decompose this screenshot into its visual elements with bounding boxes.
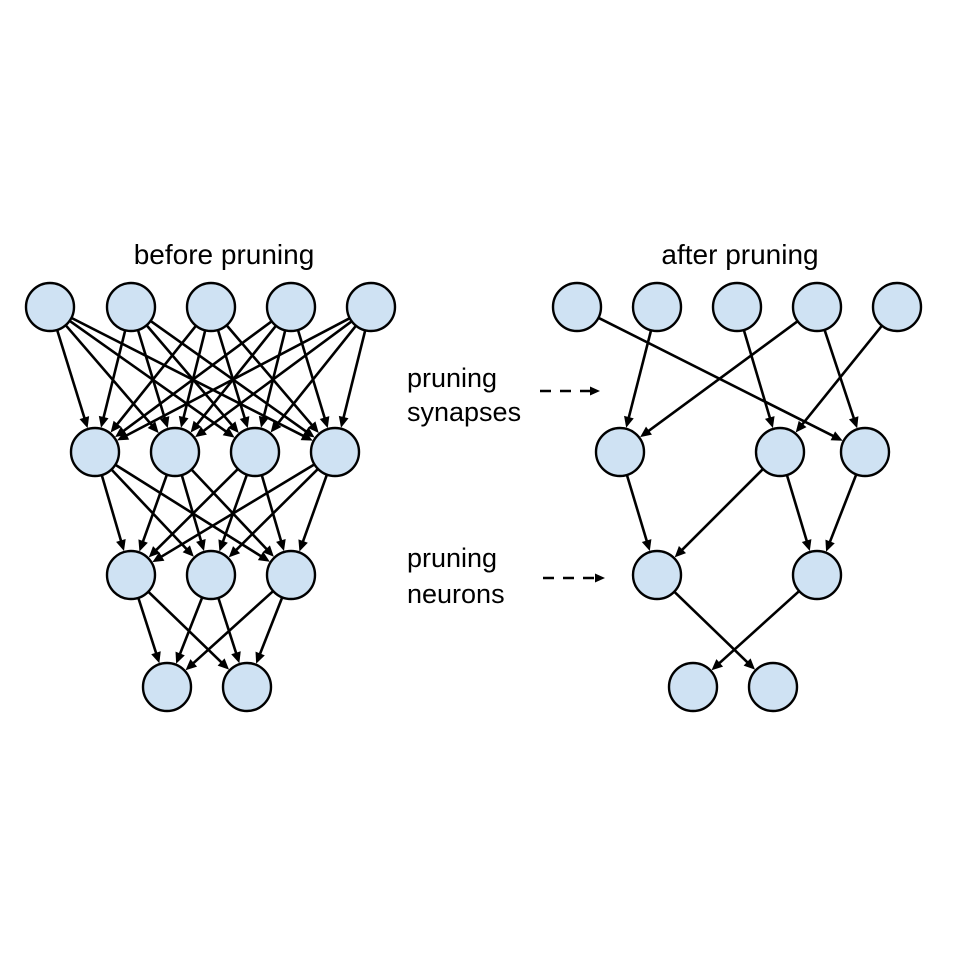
before-neuron-l1-2 (229, 426, 281, 478)
nodes-layer (24, 281, 923, 713)
before-edge-l1-2-to-0 (148, 467, 239, 558)
before-neuron-l3-1 (221, 661, 273, 713)
after-neuron-l0-1 (631, 281, 683, 333)
before-edge-l0-2-to-0 (110, 324, 198, 433)
after-edge-l2-1-to-l3-0 (711, 590, 801, 671)
before-pruning-title: before pruning (134, 239, 315, 270)
after-neuron-l1-0 (594, 426, 646, 478)
after-neuron-l3-0 (667, 661, 719, 713)
before-neuron-l0-0 (24, 281, 76, 333)
before-edge-l0-2-to-3 (225, 324, 319, 434)
before-edge-l0-1-to-2 (145, 324, 239, 434)
before-edge-l2-1-to-1 (217, 597, 241, 664)
before-edge-l2-0-to-1 (147, 590, 230, 670)
before-neuron-l0-4 (345, 281, 397, 333)
before-edge-l1-1-to-0 (138, 474, 169, 552)
after-edge-l0-2-to-l1-1 (742, 329, 775, 429)
before-edge-l0-1-to-0 (98, 329, 127, 428)
before-neuron-l1-0 (69, 426, 121, 478)
pruning-arrows (540, 386, 605, 583)
after-neuron-l0-0 (551, 281, 603, 333)
after-edge-l0-3-to-l1-2 (823, 329, 859, 429)
before-edge-l1-3-to-1 (228, 467, 319, 558)
before-edge-l0-3-to-3 (296, 329, 330, 429)
before-edge-l1-1-to-2 (190, 468, 274, 557)
after-neuron-l1-2 (839, 426, 891, 478)
after-edge-l2-0-to-l3-1 (673, 590, 756, 670)
pruning-neurons-arrow (543, 573, 605, 583)
after-edge-l0-4-to-l1-1 (795, 324, 883, 433)
after-neuron-l0-3 (791, 281, 843, 333)
before-neuron-l3-0 (141, 661, 193, 713)
before-edge-l0-4-to-1 (195, 320, 353, 438)
pruning-synapses-label-line1: pruning (407, 363, 497, 393)
after-edge-l0-3-to-l1-0 (640, 320, 799, 438)
after-edge-l0-0-to-l1-2 (597, 316, 843, 441)
before-neuron-l1-3 (309, 426, 361, 478)
pruning-synapses-label-line2: synapses (407, 397, 521, 427)
pruning-neurons-label-line1: pruning (407, 543, 497, 573)
after-edge-l1-0-to-l2-0 (625, 474, 652, 552)
before-edge-l0-4-to-3 (338, 329, 367, 428)
after-neuron-l1-1 (754, 426, 806, 478)
before-edge-l1-0-to-2 (114, 463, 270, 562)
after-neuron-l2-1 (791, 549, 843, 601)
before-neuron-l0-2 (185, 281, 237, 333)
before-edge-l1-2-to-2 (260, 474, 286, 552)
before-neuron-l2-1 (185, 549, 237, 601)
before-edge-l2-2-to-0 (185, 590, 275, 671)
after-edge-l1-1-to-l2-0 (674, 468, 764, 558)
after-edge-l0-1-to-l1-0 (624, 329, 653, 428)
before-edge-l0-3-to-2 (258, 329, 287, 428)
before-edge-l1-3-to-0 (152, 463, 316, 563)
before-neuron-l2-0 (105, 549, 157, 601)
before-edge-l0-0-to-1 (64, 324, 159, 434)
before-edge-l1-0-to-1 (110, 468, 194, 557)
before-edge-l0-0-to-0 (55, 329, 90, 429)
before-edge-l0-4-to-2 (270, 324, 358, 433)
after-neuron-l3-1 (747, 661, 799, 713)
before-edge-l1-2-to-1 (218, 474, 249, 552)
before-neuron-l0-1 (105, 281, 157, 333)
before-neuron-l2-2 (265, 549, 317, 601)
before-edge-l0-3-to-1 (190, 324, 278, 433)
after-neuron-l0-4 (871, 281, 923, 333)
after-neuron-l0-2 (711, 281, 763, 333)
before-edge-l0-0-to-2 (68, 319, 235, 438)
before-edge-l1-1-to-1 (180, 474, 206, 552)
before-neuron-l1-1 (149, 426, 201, 478)
before-edge-l0-1-to-3 (149, 319, 315, 438)
before-edge-l2-2-to-1 (255, 596, 284, 664)
before-edge-l2-0-to-0 (137, 597, 161, 664)
before-edge-l1-0-to-0 (100, 474, 126, 552)
before-edge-l0-4-to-0 (117, 317, 351, 441)
before-neuron-l0-3 (265, 281, 317, 333)
before-edge-l2-1-to-0 (175, 596, 204, 664)
pruning-synapses-arrow (540, 386, 600, 396)
after-neuron-l2-0 (631, 549, 683, 601)
after-pruning-title: after pruning (661, 239, 818, 270)
after-edge-l1-2-to-l2-1 (825, 473, 858, 552)
edges-layer (55, 316, 883, 671)
before-edge-l1-3-to-2 (298, 474, 329, 552)
pruning-neurons-label-line2: neurons (407, 579, 505, 609)
after-edge-l1-1-to-l2-1 (785, 474, 812, 552)
